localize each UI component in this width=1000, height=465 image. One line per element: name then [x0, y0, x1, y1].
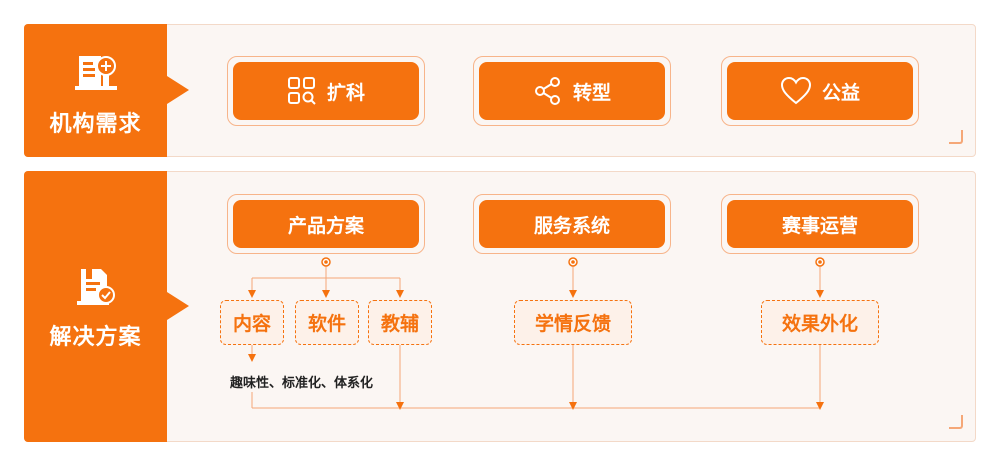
pill-frame — [721, 56, 919, 126]
pill-frame — [227, 194, 425, 254]
solutions-title: 解决方案 — [49, 325, 142, 350]
sub-item-software: 软件 — [295, 300, 359, 345]
sub-item-label: 学情反馈 — [534, 313, 611, 335]
needs-title: 机构需求 — [49, 112, 142, 137]
sub-item-label: 软件 — [307, 313, 346, 335]
document-add-icon — [74, 56, 117, 90]
arrow-pointer — [167, 292, 189, 320]
solution-label: 赛事运营 — [781, 214, 858, 237]
solution-label: 服务系统 — [533, 214, 610, 237]
solution-product: 产品方案 — [233, 200, 419, 248]
heart-icon — [780, 76, 811, 105]
sub-item-content: 内容 — [220, 300, 284, 345]
sub-item-label: 效果外化 — [781, 313, 858, 335]
corner-mark — [949, 415, 963, 429]
need-item-label: 公益 — [821, 81, 860, 104]
need-item-charity: 公益 — [727, 62, 913, 120]
sub-item-effect-externalization: 效果外化 — [761, 300, 879, 345]
sub-item-label: 内容 — [232, 313, 271, 335]
pill-frame — [473, 56, 671, 126]
solution-service: 服务系统 — [479, 200, 665, 248]
content-note: 趣味性、标准化、体系化 — [230, 376, 374, 391]
corner-mark — [949, 130, 963, 144]
need-item-expand: 扩科 — [233, 62, 419, 120]
solution-event: 赛事运营 — [727, 200, 913, 248]
solution-label: 产品方案 — [287, 214, 364, 237]
need-item-transform: 转型 — [479, 62, 665, 120]
sub-item-learning-feedback: 学情反馈 — [514, 300, 632, 345]
pill-frame — [473, 194, 671, 254]
needs-header: 机构需求 — [24, 24, 189, 157]
need-item-label: 转型 — [572, 81, 611, 104]
pill-frame — [721, 194, 919, 254]
document-check-icon — [76, 269, 115, 305]
need-item-label: 扩科 — [326, 81, 365, 104]
arrow-pointer — [167, 76, 189, 104]
pill-frame — [227, 56, 425, 126]
sub-item-label: 教辅 — [380, 313, 419, 335]
sub-item-teaching-aids: 教辅 — [368, 300, 432, 345]
grid-search-icon — [287, 77, 316, 105]
solutions-header: 解决方案 — [24, 171, 189, 442]
share-nodes-icon — [534, 77, 560, 105]
